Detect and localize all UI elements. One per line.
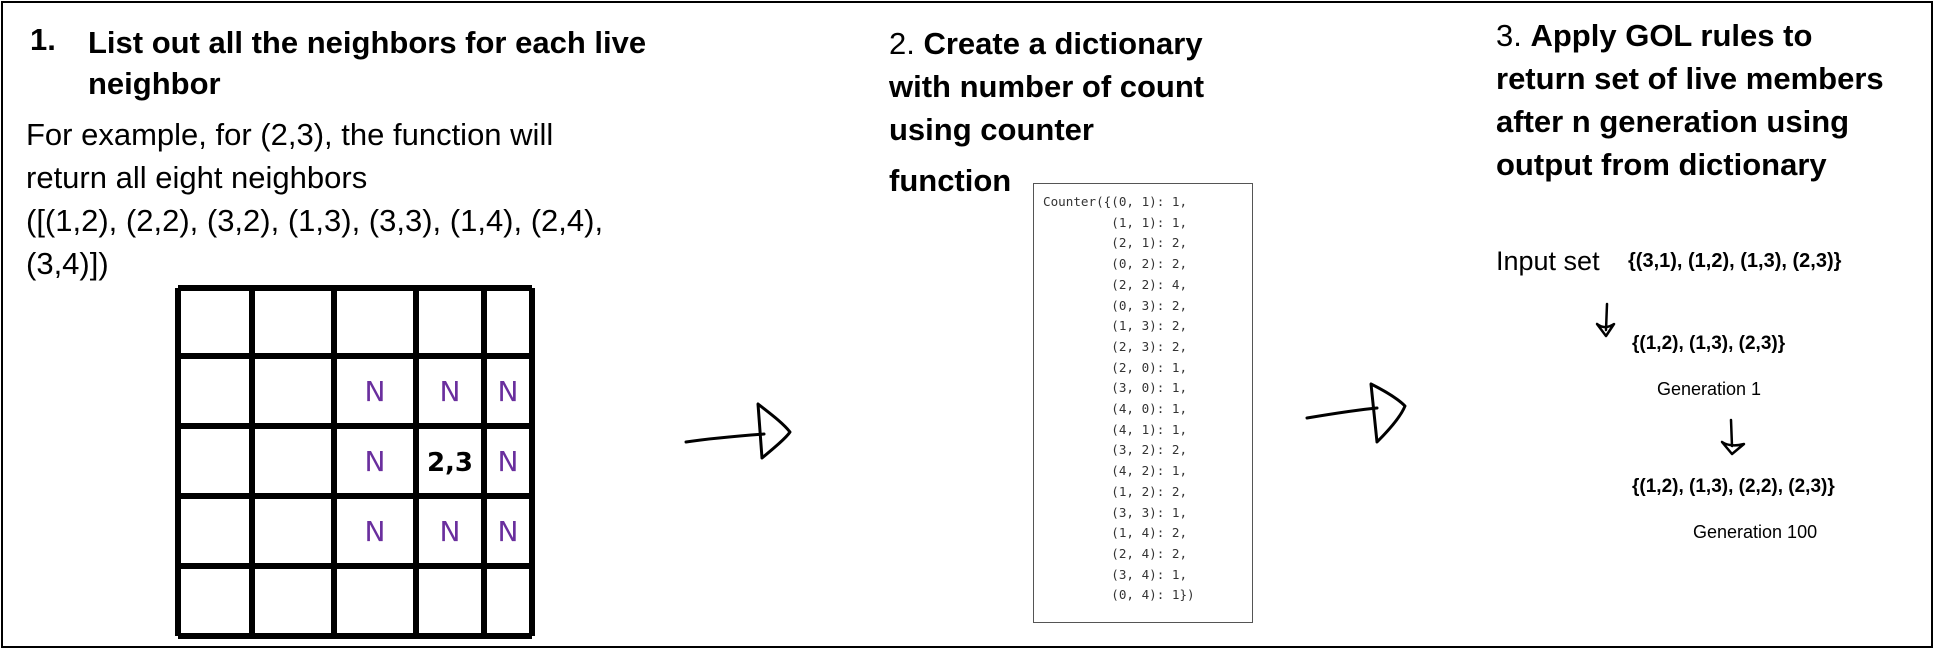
step2-number: 2. xyxy=(889,26,915,61)
step1-heading-line1: List out all the neighbors for each live xyxy=(88,25,647,60)
counter-line: (3, 4): 1, xyxy=(1043,566,1188,582)
down-arrow-icon xyxy=(1720,418,1746,456)
counter-line: (4, 2): 1, xyxy=(1043,463,1188,479)
step2-title-line1: Create a dictionary xyxy=(923,26,1203,61)
step3-title-line1: Apply GOL rules to xyxy=(1530,18,1813,53)
input-set-value: {(3,1), (1,2), (1,3), (2,3)} xyxy=(1628,250,1842,272)
counter-line: (0, 4): 1}) xyxy=(1043,587,1195,603)
step1-heading-line2: neighbor xyxy=(88,66,221,101)
step1-body-line4: (3,4)]) xyxy=(26,246,109,281)
step1-body-line2: return all eight neighbors xyxy=(26,160,368,195)
counter-line: (2, 0): 1, xyxy=(1043,359,1188,375)
generation1-label: Generation 1 xyxy=(1657,379,1762,399)
step3-title: 3. Apply GOL rules to return set of live… xyxy=(1496,14,1916,186)
step1-body-line3: ([(1,2), (2,2), (3,2), (1,3), (3,3), (1,… xyxy=(26,203,604,238)
neighbor-label: N xyxy=(498,375,519,408)
step3-number: 3. xyxy=(1496,18,1522,53)
step1-body-line1: For example, for (2,3), the function wil… xyxy=(26,117,554,152)
step1-body: For example, for (2,3), the function wil… xyxy=(26,113,686,285)
step2-title: 2. Create a dictionary with number of co… xyxy=(889,22,1249,151)
counter-line: (3, 2): 2, xyxy=(1043,442,1188,458)
counter-line: (1, 4): 2, xyxy=(1043,525,1188,541)
counter-line: (3, 3): 1, xyxy=(1043,504,1188,520)
step3-title-line4: output from dictionary xyxy=(1496,147,1827,182)
step2-title-line2: with number of count xyxy=(889,69,1205,104)
right-arrow-icon xyxy=(1305,382,1407,444)
counter-line: (2, 3): 2, xyxy=(1043,338,1188,354)
counter-line: (2, 4): 2, xyxy=(1043,545,1188,561)
generation1-set: {(1,2), (1,3), (2,3)} xyxy=(1632,333,1786,354)
counter-line: (2, 1): 2, xyxy=(1043,235,1188,251)
generation100-label: Generation 100 xyxy=(1693,522,1818,542)
step3-title-line2: return set of live members xyxy=(1496,61,1884,96)
down-arrow-icon xyxy=(1595,302,1616,338)
neighbor-label: N xyxy=(365,375,386,408)
neighbor-label: N xyxy=(440,375,461,408)
counter-line: (4, 0): 1, xyxy=(1043,401,1188,417)
neighbor-label: N xyxy=(498,515,519,548)
neighbor-label: N xyxy=(365,515,386,548)
neighbor-label: N xyxy=(440,515,461,548)
counter-line: (1, 1): 1, xyxy=(1043,214,1188,230)
counter-line: (2, 2): 4, xyxy=(1043,276,1188,292)
counter-line: (1, 2): 2, xyxy=(1043,483,1188,499)
neighbor-label: N xyxy=(365,445,386,478)
counter-line: (4, 1): 1, xyxy=(1043,421,1188,437)
step1-number: 1. xyxy=(30,22,56,57)
step2-title-line3: using counter xyxy=(889,112,1094,147)
center-cell-label: 2,3 xyxy=(427,448,473,478)
generation100-set: {(1,2), (1,3), (2,2), (2,3)} xyxy=(1632,476,1835,497)
counter-line: (0, 2): 2, xyxy=(1043,256,1188,272)
counter-line: (1, 3): 2, xyxy=(1043,318,1188,334)
step1-heading: List out all the neighbors for each live… xyxy=(88,22,708,104)
counter-line: (3, 0): 1, xyxy=(1043,380,1188,396)
step2-title-line4: function xyxy=(889,163,1012,198)
input-set-label: Input set xyxy=(1496,246,1600,276)
step3-title-line3: after n generation using xyxy=(1496,104,1850,139)
neighbor-label: N xyxy=(498,445,519,478)
right-arrow-icon xyxy=(684,402,792,460)
counter-line: (0, 3): 2, xyxy=(1043,297,1188,313)
counter-output: Counter({(0, 1): 1, (1, 1): 1, (2, 1): 2… xyxy=(1033,183,1253,623)
counter-line: Counter({(0, 1): 1, xyxy=(1043,194,1188,209)
